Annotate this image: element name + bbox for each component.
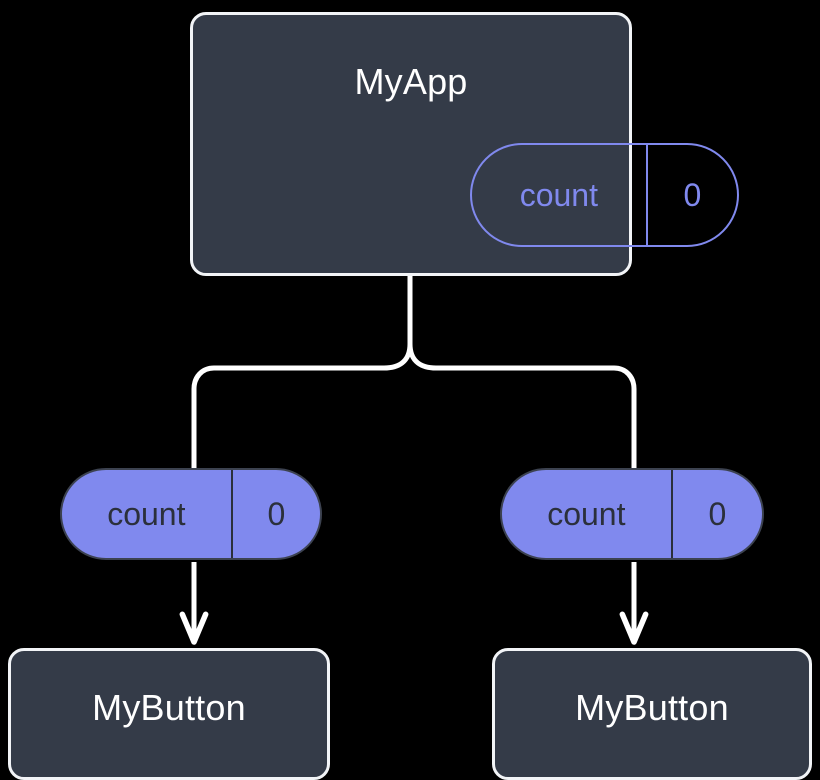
state-pill-child-left-key: count [107,495,186,532]
node-mybutton-right-label: MyButton [575,687,729,728]
node-mybutton-right[interactable]: MyButton [492,648,812,780]
state-pill-child-right-value: 0 [708,495,727,532]
state-pill-child-right-divider [670,470,673,558]
connector-branch-left [191,341,413,475]
node-mybutton-left[interactable]: MyButton [8,648,330,780]
state-pill-child-left-divider [230,470,233,558]
state-pill-myapp-divider [645,145,648,245]
node-myapp-label: MyApp [354,61,468,102]
state-pill-myapp-key: count [519,176,598,213]
node-mybutton-left-label: MyButton [92,687,246,728]
state-pill-child-right-key: count [547,495,626,532]
connector-branch-right [407,341,637,475]
state-pill-myapp[interactable]: count 0 [470,143,739,247]
state-pill-myapp-value: 0 [683,176,702,213]
node-myapp[interactable]: MyApp count 0 [190,12,739,276]
state-pill-child-left-value: 0 [267,495,286,532]
state-pill-child-right[interactable]: count 0 [500,468,764,560]
state-pill-child-left[interactable]: count 0 [60,468,322,560]
